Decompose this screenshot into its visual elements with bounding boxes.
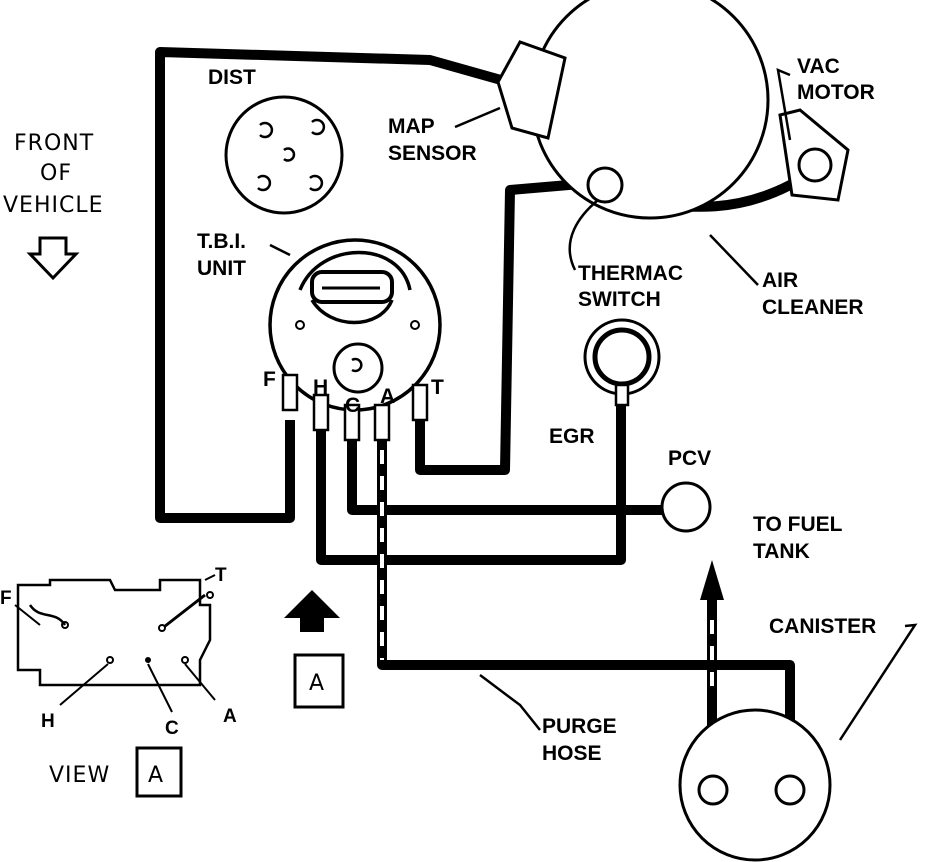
canister-icon [678, 708, 832, 862]
view-a-arrow [284, 590, 340, 632]
distributor-icon [224, 95, 344, 215]
purge-label-2: HOSE [542, 742, 602, 765]
port-a-label: A [380, 385, 395, 408]
to-fuel-tank-arrow [700, 560, 724, 600]
map-sensor-icon [496, 40, 567, 140]
air-cleaner [496, 0, 850, 220]
air-cleaner-leader [709, 234, 759, 286]
front-label-1: FRONT [14, 131, 94, 156]
view-a-box [135, 746, 183, 798]
thermac-switch-icon [586, 166, 624, 204]
tbi-leader [269, 243, 291, 257]
to-fuel-label-1: TO FUEL [753, 513, 843, 536]
air-cleaner-label-1: AIR [762, 269, 798, 292]
air-cleaner-label-2: CLEANER [762, 296, 864, 319]
thermac-hose [415, 177, 605, 475]
purge-hose-leader [479, 674, 541, 731]
thermac-leader [568, 199, 599, 271]
port-f-label: F [263, 368, 276, 391]
port-c-label: C [345, 394, 360, 417]
view-port-f-label: F [0, 588, 12, 609]
arrow-box-letter: A [309, 671, 325, 696]
map-sensor-leader [454, 106, 501, 129]
egr-hose [316, 395, 626, 565]
egr-label: EGR [549, 425, 595, 448]
egr-valve-icon [583, 318, 661, 407]
vac-motor-leader [776, 67, 792, 141]
tbi-label-2: UNIT [197, 257, 246, 280]
thermac-label-1: THERMAC [578, 262, 683, 285]
view-port-a-label: A [223, 706, 237, 727]
view-a-arrow-box [293, 653, 345, 709]
port-h-label: H [313, 376, 328, 399]
view-letter: A [148, 763, 164, 788]
canister-leader [838, 623, 918, 741]
port-t-label: T [431, 376, 444, 399]
front-label-3: VEHICLE [3, 193, 104, 218]
tbi-label-1: T.B.I. [197, 230, 246, 253]
pcv-hose [347, 425, 664, 515]
thermac-label-2: SWITCH [578, 288, 661, 311]
canister-label: CANISTER [769, 615, 876, 638]
view-a-detail [14, 574, 216, 713]
view-port-c-label: C [165, 718, 179, 739]
view-label: VIEW [49, 763, 110, 788]
map-sensor-label-2: SENSOR [388, 142, 477, 165]
front-label-2: OF [40, 161, 72, 186]
map-sensor-label-1: MAP [388, 115, 435, 138]
tbi-unit-icon [268, 238, 442, 442]
pcv-label: PCV [668, 447, 711, 470]
vac-motor-label-1: VAC [797, 55, 840, 78]
view-port-h-label: H [41, 711, 55, 732]
pcv-valve-icon [660, 481, 712, 533]
view-port-t-label: T [215, 565, 227, 586]
front-of-vehicle-arrow [26, 236, 80, 281]
purge-label-1: PURGE [542, 715, 617, 738]
vac-motor-label-2: MOTOR [797, 81, 875, 104]
dist-label: DIST [208, 66, 256, 89]
to-fuel-label-2: TANK [753, 540, 810, 563]
map-sensor-hose [155, 47, 510, 523]
